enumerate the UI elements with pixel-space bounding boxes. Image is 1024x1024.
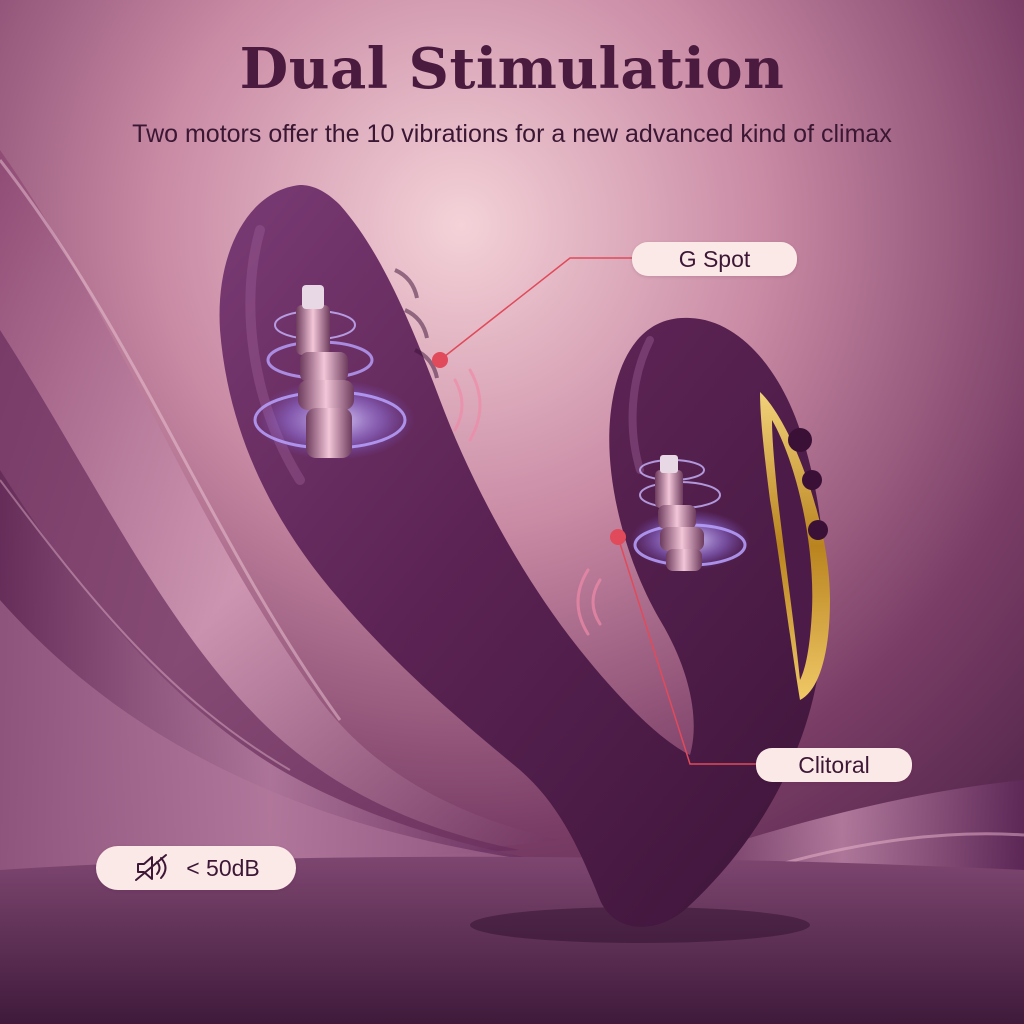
page-title: Dual Stimulation — [239, 36, 785, 102]
g-spot-callout: G Spot — [632, 242, 797, 276]
page-subtitle: Two motors offer the 10 vibrations for a… — [132, 120, 892, 148]
mute-speaker-icon — [135, 854, 168, 881]
noise-level-text: < 50dB — [186, 854, 260, 881]
clitoral-label: Clitoral — [798, 751, 870, 778]
motor-2-graphic — [630, 455, 750, 571]
motor-1-graphic — [253, 285, 415, 460]
clitoral-callout: Clitoral — [756, 748, 912, 782]
noise-level-badge: < 50dB — [96, 846, 296, 890]
g-spot-label: G Spot — [678, 245, 751, 272]
